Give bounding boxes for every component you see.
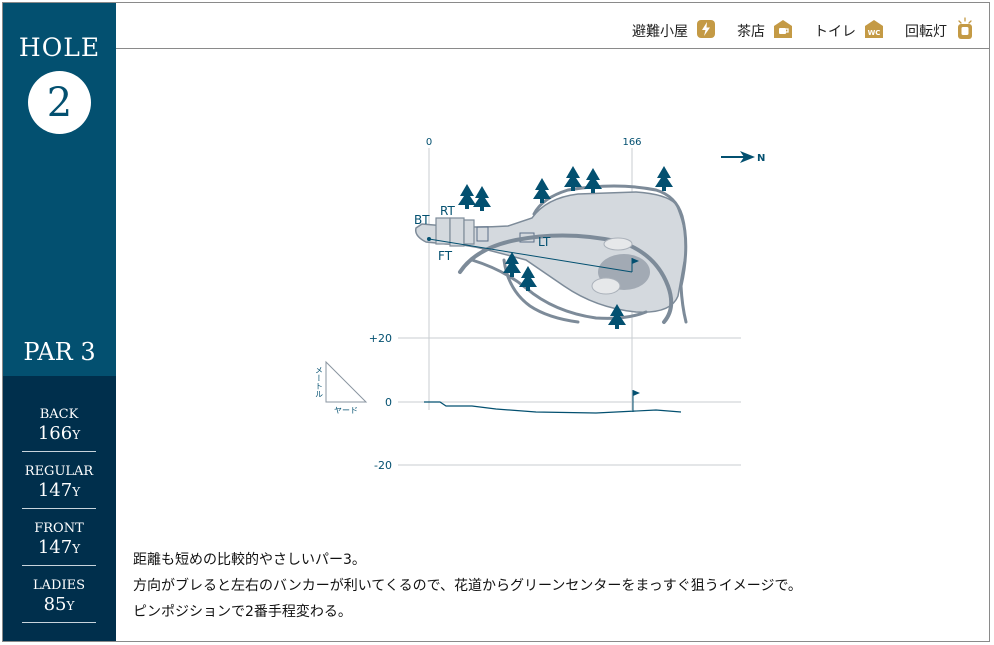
elevation-profile xyxy=(424,401,682,414)
lightning-icon xyxy=(696,19,716,43)
hole-label: HOLE xyxy=(18,33,101,62)
tee-front: FRONT 147Y xyxy=(22,515,96,566)
tee-marker xyxy=(427,237,431,241)
elevation-tick: +20 xyxy=(369,332,392,345)
tree-icon xyxy=(473,186,491,211)
tee-label-lt: LT xyxy=(538,235,551,249)
svg-text:WC: WC xyxy=(868,29,881,37)
tee-yards: 147Y xyxy=(37,537,81,558)
tee-name: FRONT xyxy=(34,521,84,536)
tree-cluster xyxy=(458,166,673,329)
facility-legend: 避難小屋 茶店 トイレ WC 回転灯 xyxy=(611,17,975,45)
tree-icon xyxy=(458,184,476,209)
line-of-play xyxy=(428,238,633,273)
tree-icon xyxy=(655,166,673,191)
elevation-tick: -20 xyxy=(374,459,392,472)
elevation-tick: 0 xyxy=(385,396,392,409)
legend-toilet: トイレ WC xyxy=(814,19,884,43)
tee-label-bt: BT xyxy=(414,213,430,227)
tee-back: BACK 166Y xyxy=(22,401,96,452)
tee-yards: 147Y xyxy=(37,480,81,501)
tee-label-ft: FT xyxy=(438,249,453,263)
tee-name: LADIES xyxy=(33,578,85,593)
par-label: PAR 3 xyxy=(23,338,96,366)
distance-label-start: 0 xyxy=(426,137,432,148)
hole-number: 2 xyxy=(46,79,73,126)
legend-rotating-light: 回転灯 xyxy=(905,17,975,45)
bunker xyxy=(591,277,621,295)
scale-vertical-label: メートル xyxy=(315,366,324,398)
wc-icon: WC xyxy=(864,19,884,43)
tree-icon xyxy=(608,304,626,329)
tee-yards: 85Y xyxy=(43,594,75,615)
tree-icon xyxy=(533,178,551,203)
course-diagram: 0 166 N xyxy=(315,137,766,472)
tee-yards: 166Y xyxy=(37,423,81,444)
tee-box xyxy=(449,217,465,247)
sidebar-tee-panel: BACK 166Y REGULAR 147Y FRONT 147Y LADIES… xyxy=(3,376,116,641)
course-map: 0 166 N xyxy=(116,50,989,530)
hole-sidebar: HOLE 2 PAR 3 BACK 166Y REGULAR 147Y FRON… xyxy=(3,3,116,641)
description-line: 方向がブレると左右のバンカーが利いてくるので、花道からグリーンセンターをまっすぐ… xyxy=(133,578,802,594)
cart-path xyxy=(470,258,648,320)
profile-flag-icon xyxy=(632,390,640,412)
tee-name: BACK xyxy=(39,407,79,422)
tee-ladies: LADIES 85Y xyxy=(22,572,96,623)
pin-flag-icon xyxy=(631,258,639,272)
tee-label-rt: RT xyxy=(440,204,455,218)
tree-icon xyxy=(564,166,582,191)
cup-icon xyxy=(773,19,793,43)
tee-regular: REGULAR 147Y xyxy=(22,458,96,509)
svg-text:N: N xyxy=(757,153,765,164)
description-line: ピンポジションで2番手程変わる。 xyxy=(133,604,352,620)
rotating-light-icon xyxy=(955,17,975,45)
hole-description: 距離も短めの比較的やさしいパー3。 方向がブレると左右のバンカーが利いてくるので… xyxy=(133,547,933,625)
bunker xyxy=(603,237,633,251)
sidebar-hole-panel: HOLE 2 PAR 3 xyxy=(3,3,116,376)
tree-icon xyxy=(519,266,537,291)
course-outline xyxy=(414,191,687,313)
tee-box-ft xyxy=(476,226,489,242)
scale-horizontal-label: ヤード xyxy=(334,406,358,415)
cart-path xyxy=(532,184,688,324)
tee-box xyxy=(463,219,475,245)
tee-name: REGULAR xyxy=(24,464,94,479)
legend-teahouse: 茶店 xyxy=(737,19,793,43)
cart-path xyxy=(502,258,580,324)
scale-triangle xyxy=(325,360,368,403)
tree-icon xyxy=(584,168,602,193)
hole-number-badge: 2 xyxy=(28,71,91,134)
legend-shelter: 避難小屋 xyxy=(632,19,716,43)
description-line: 距離も短めの比較的やさしいパー3。 xyxy=(133,552,366,568)
tree-icon xyxy=(503,252,521,277)
distance-label-end: 166 xyxy=(622,137,641,148)
map-legend-bar: 避難小屋 茶店 トイレ WC 回転灯 xyxy=(116,3,989,49)
north-arrow-icon: N xyxy=(721,151,765,164)
